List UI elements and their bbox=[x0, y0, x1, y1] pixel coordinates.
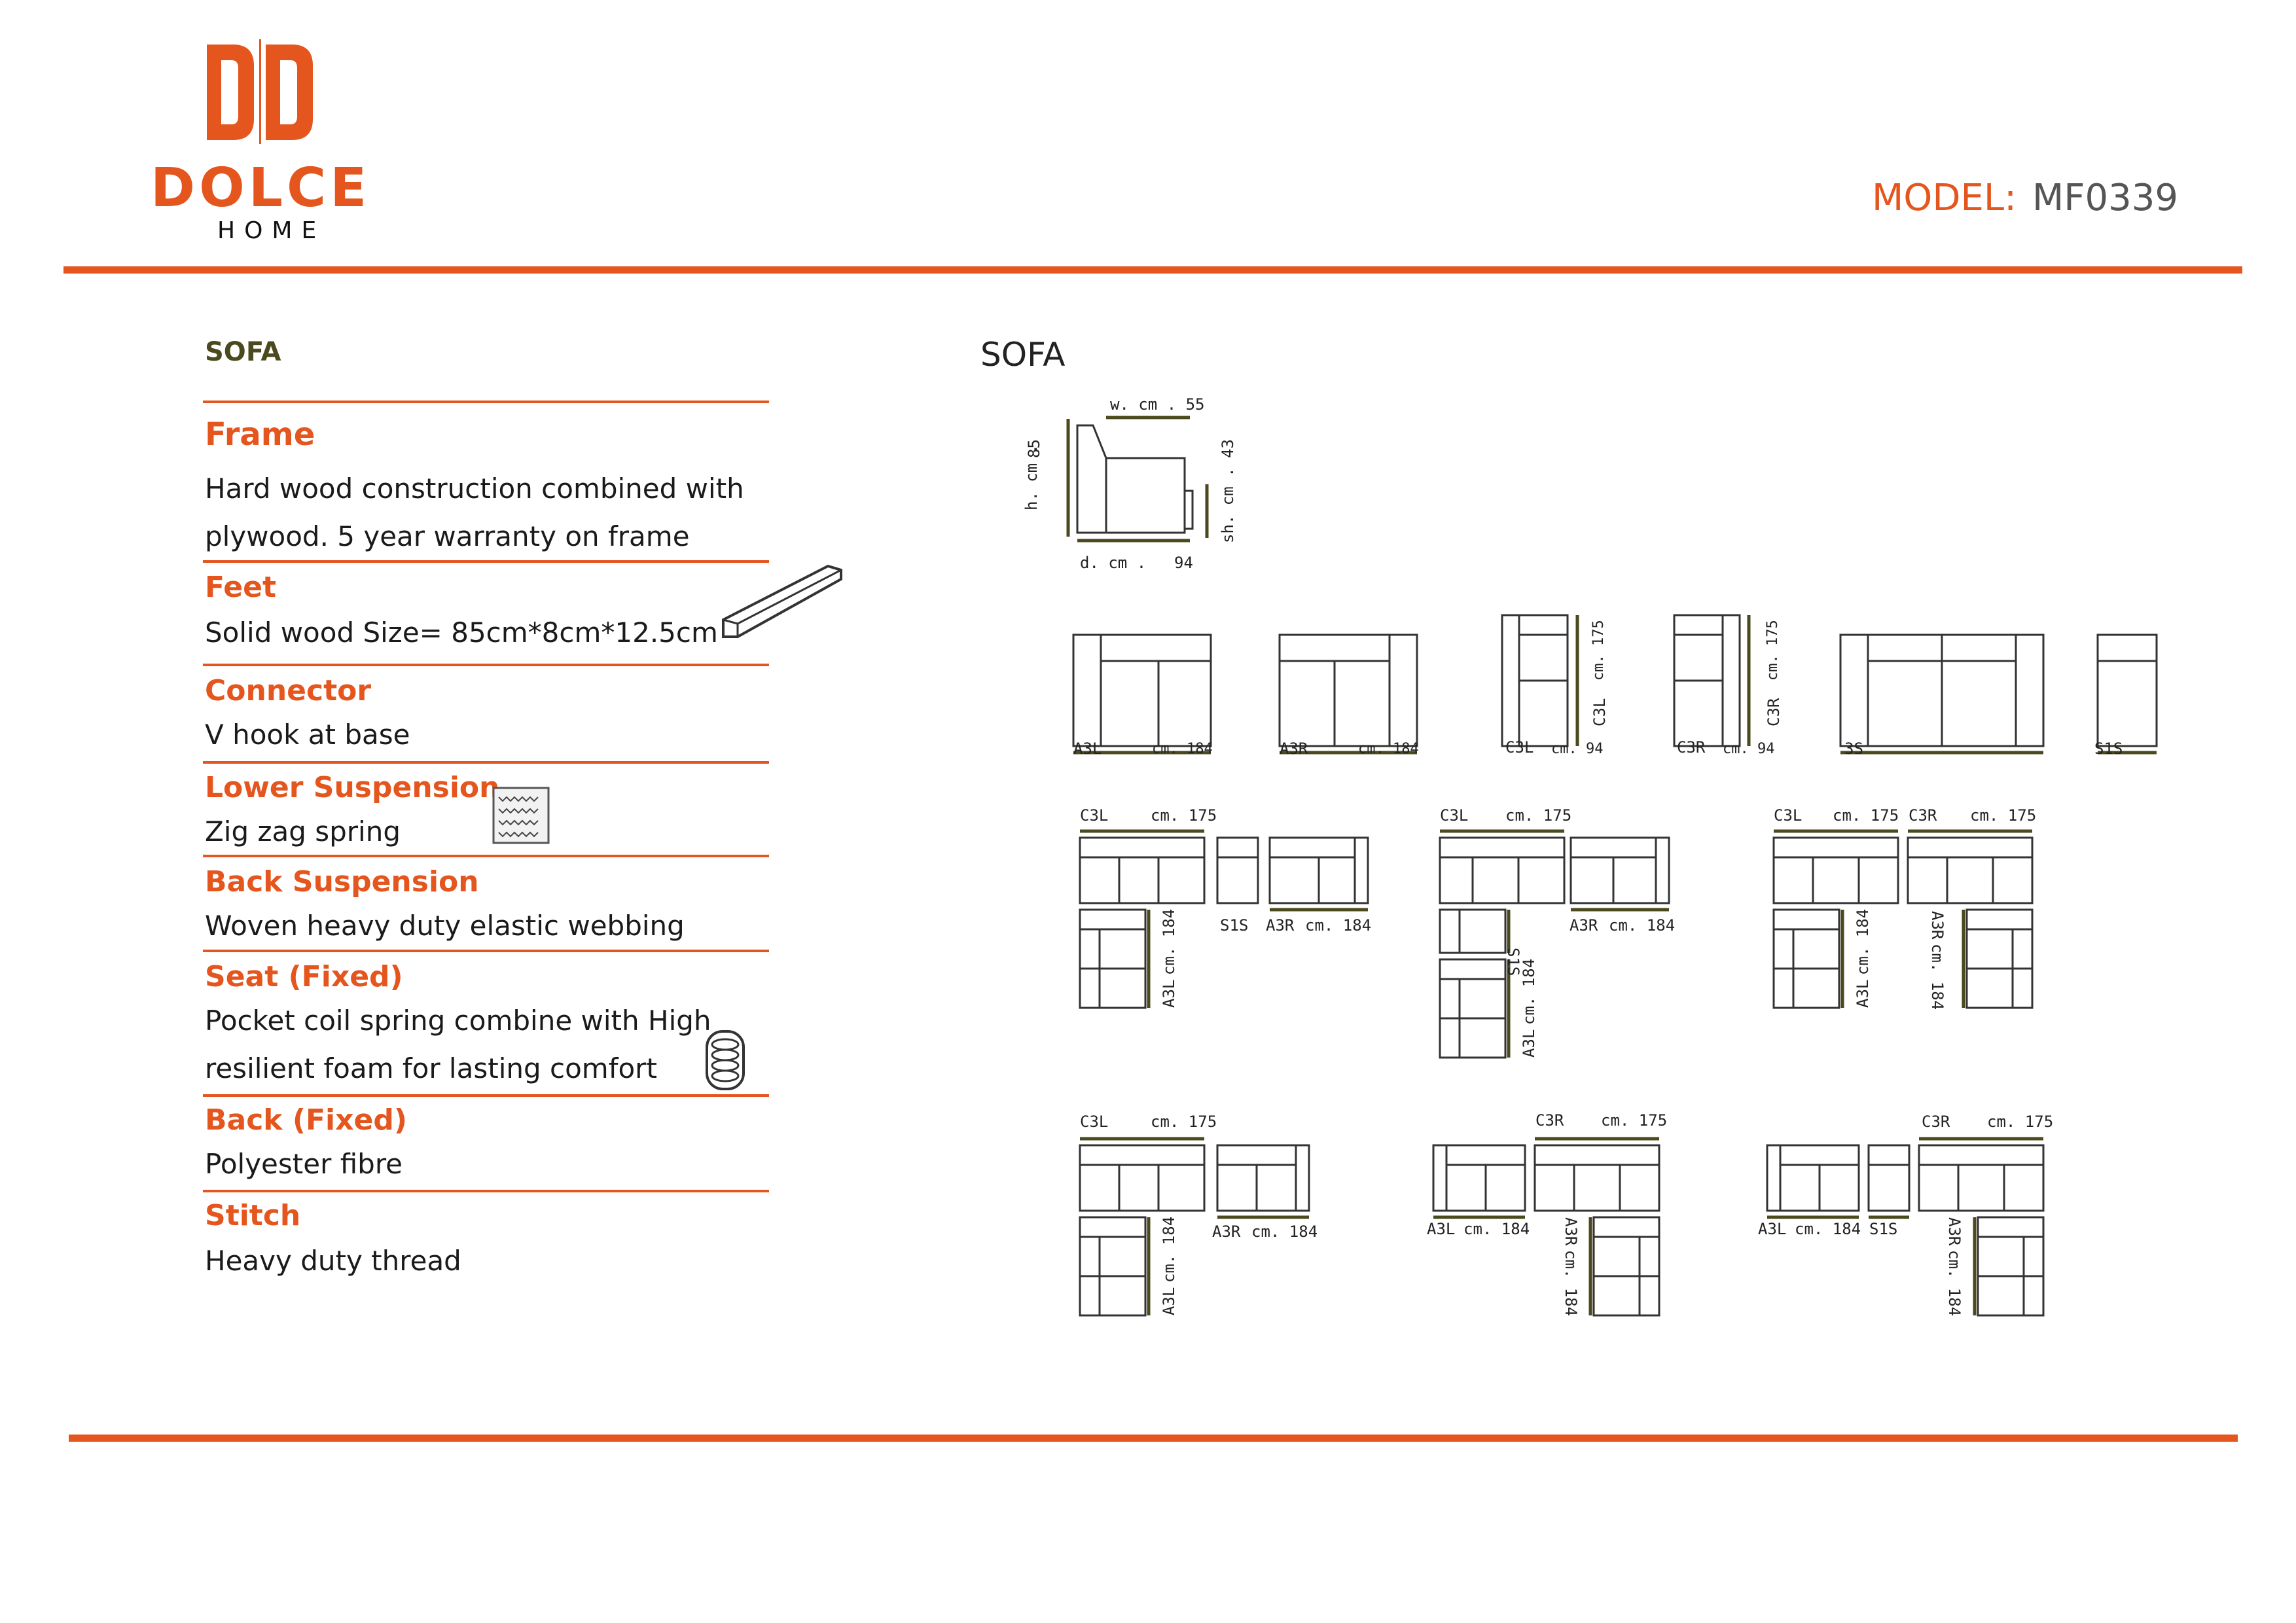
spec-heading-seat: Seat (Fixed) bbox=[205, 960, 403, 993]
divider bbox=[203, 855, 769, 857]
composition-6 bbox=[1766, 1144, 2045, 1317]
spec-text-back-suspension: Woven heavy duty elastic webbing bbox=[205, 910, 685, 942]
diagram-title: SOFA bbox=[980, 336, 1066, 374]
composition-1 bbox=[1079, 836, 1369, 1009]
module-a3l bbox=[1072, 633, 1212, 747]
module-3s bbox=[1839, 633, 2045, 747]
composition-4 bbox=[1079, 1144, 1310, 1317]
spec-title: SOFA bbox=[205, 337, 281, 367]
side-view bbox=[1076, 424, 1194, 534]
wooden-foot-icon bbox=[717, 560, 848, 654]
footer-divider bbox=[69, 1435, 2238, 1442]
spec-text-feet: Solid wood Size= 85cm*8cm*12.5cm bbox=[205, 616, 718, 649]
composition-3 bbox=[1772, 836, 2034, 1009]
brand-sub: HOME bbox=[217, 217, 326, 244]
brand-logo bbox=[207, 39, 325, 144]
composition-2 bbox=[1439, 836, 1670, 1059]
divider bbox=[203, 1190, 769, 1192]
header-divider bbox=[63, 266, 2242, 274]
divider bbox=[203, 401, 769, 403]
spec-text-lower-suspension: Zig zag spring bbox=[205, 815, 401, 847]
module-c3r bbox=[1673, 614, 1741, 747]
zigzag-spring-icon bbox=[492, 787, 550, 847]
module-a3r bbox=[1278, 633, 1418, 747]
brand-name: DOLCE bbox=[151, 157, 371, 219]
spec-text-connector: V hook at base bbox=[205, 719, 410, 751]
divider bbox=[203, 560, 769, 563]
spec-text-back: Polyester fibre bbox=[205, 1148, 403, 1180]
model-label: MODEL:MF0339 bbox=[1871, 177, 2178, 219]
module-diagram bbox=[1066, 416, 2158, 1317]
module-c3l bbox=[1501, 614, 1569, 747]
spec-heading-frame: Frame bbox=[205, 416, 315, 453]
divider bbox=[203, 1094, 769, 1097]
model-value: MF0339 bbox=[2032, 177, 2178, 219]
spec-heading-back-suspension: Back Suspension bbox=[205, 865, 479, 899]
spec-text-frame-2: plywood. 5 year warranty on frame bbox=[205, 520, 690, 552]
dd-monogram-icon bbox=[207, 39, 313, 144]
spec-text-stitch: Heavy duty thread bbox=[205, 1245, 461, 1277]
spec-heading-stitch: Stitch bbox=[205, 1199, 301, 1232]
spec-heading-connector: Connector bbox=[205, 674, 372, 707]
spec-heading-back: Back (Fixed) bbox=[205, 1103, 407, 1137]
spec-text-seat-2: resilient foam for lasting comfort bbox=[205, 1052, 657, 1084]
divider bbox=[203, 664, 769, 666]
module-s1s bbox=[2096, 633, 2158, 747]
spec-text-frame-1: Hard wood construction combined with bbox=[205, 473, 744, 505]
composition-5 bbox=[1432, 1144, 1660, 1317]
spec-heading-lower-suspension: Lower Suspension bbox=[205, 771, 500, 804]
divider bbox=[203, 950, 769, 952]
spec-text-seat-1: Pocket coil spring combine with High bbox=[205, 1005, 711, 1037]
spec-heading-feet: Feet bbox=[205, 571, 276, 604]
divider bbox=[203, 761, 769, 764]
pocket-coil-icon bbox=[704, 1029, 746, 1094]
